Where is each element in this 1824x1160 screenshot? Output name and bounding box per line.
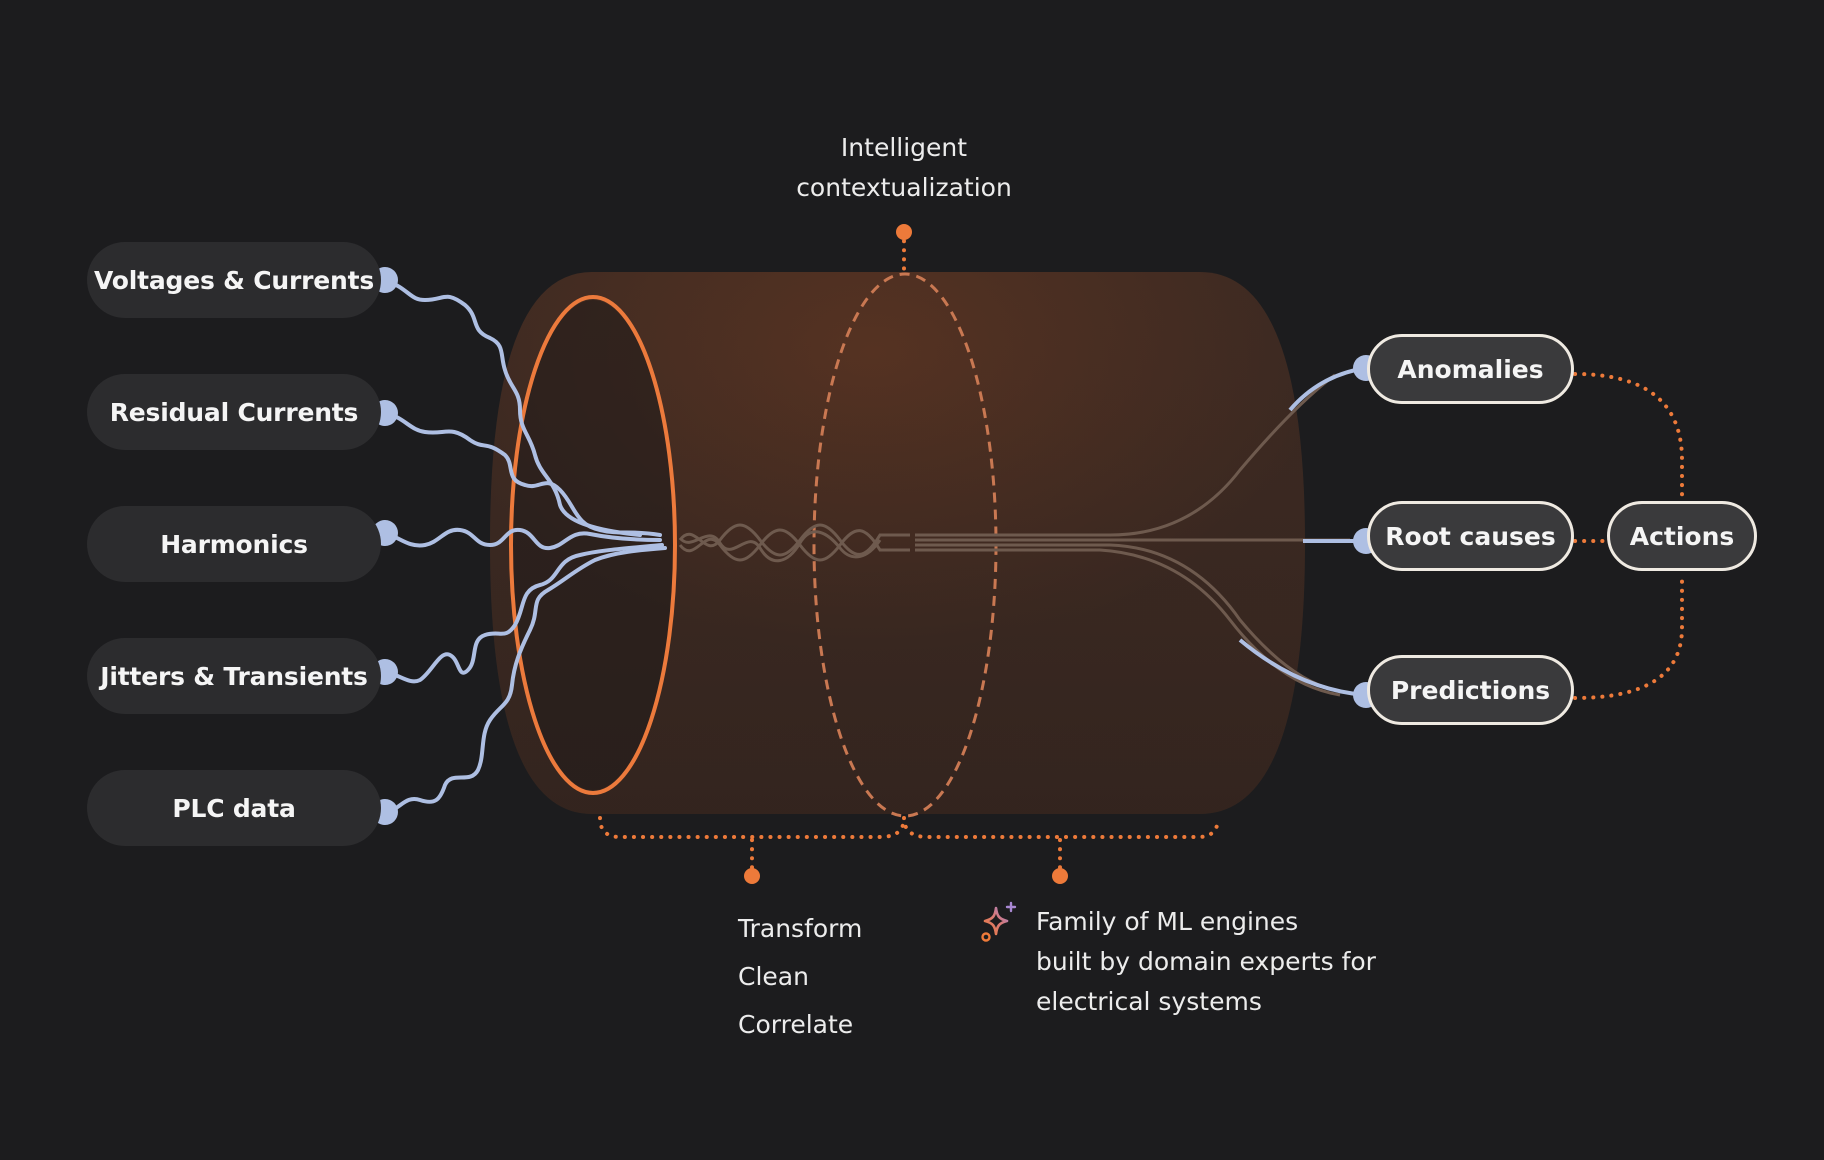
bracket-engines bbox=[902, 816, 1220, 839]
actions-connector-bottom bbox=[1573, 576, 1684, 700]
annotation-dot bbox=[896, 224, 912, 240]
cylinder-shade bbox=[490, 272, 1305, 814]
step-correlate: Correlate bbox=[738, 1010, 854, 1039]
source-residual-currents: Residual Currents bbox=[87, 374, 381, 450]
processing-cylinder bbox=[490, 272, 1305, 818]
fused-line bbox=[678, 523, 910, 557]
fused-line bbox=[678, 528, 910, 562]
fused-line bbox=[915, 543, 1336, 692]
source-jitters-transients: Jitters & Transients bbox=[87, 638, 381, 714]
source-harmonics: Harmonics bbox=[87, 506, 381, 582]
step-clean: Clean bbox=[738, 962, 809, 991]
output-line-predictions bbox=[1238, 638, 1367, 697]
input-line-jitters bbox=[384, 543, 664, 684]
source-plc-data: PLC data bbox=[87, 770, 381, 846]
fused-line bbox=[678, 530, 882, 562]
input-signal-lines bbox=[384, 278, 667, 814]
contextualization-label: Intelligent contextualization bbox=[704, 128, 1104, 208]
ml-engines-description: Family of ML engines built by domain exp… bbox=[1036, 902, 1376, 1022]
source-voltages-currents: Voltages & Currents bbox=[87, 242, 381, 318]
engines-line-1: Family of ML engines bbox=[1036, 907, 1299, 936]
fused-line bbox=[915, 373, 1336, 537]
annotation-dot bbox=[1052, 868, 1068, 884]
input-line-voltages bbox=[384, 278, 642, 537]
cylinder-inner-face bbox=[513, 300, 673, 790]
input-line-residual bbox=[384, 411, 662, 537]
annotation-dot bbox=[744, 868, 760, 884]
contextualization-line-1: Intelligent bbox=[840, 133, 968, 162]
orange-annotations bbox=[598, 230, 1684, 877]
input-line-harmonics bbox=[384, 527, 662, 551]
sparkle-icon bbox=[981, 901, 1017, 942]
processing-steps: Transform Clean Correlate bbox=[738, 905, 862, 1049]
cylinder-entry-ring bbox=[509, 295, 677, 795]
fused-line bbox=[915, 548, 1341, 697]
output-actions: Actions bbox=[1607, 501, 1757, 571]
engines-line-3: electrical systems bbox=[1036, 987, 1262, 1016]
contextualization-line-2: contextualization bbox=[796, 173, 1012, 202]
actions-connector-top bbox=[1573, 372, 1684, 505]
engines-line-2: built by domain experts for bbox=[1036, 947, 1376, 976]
input-line-plc bbox=[384, 546, 667, 814]
orange-dots bbox=[744, 224, 1068, 884]
output-anomalies: Anomalies bbox=[1367, 334, 1574, 404]
output-root-causes: Root causes bbox=[1367, 501, 1574, 571]
bracket-transform bbox=[598, 816, 906, 839]
output-predictions: Predictions bbox=[1367, 655, 1574, 725]
step-transform: Transform bbox=[738, 914, 863, 943]
fused-data-lines bbox=[678, 373, 1350, 697]
